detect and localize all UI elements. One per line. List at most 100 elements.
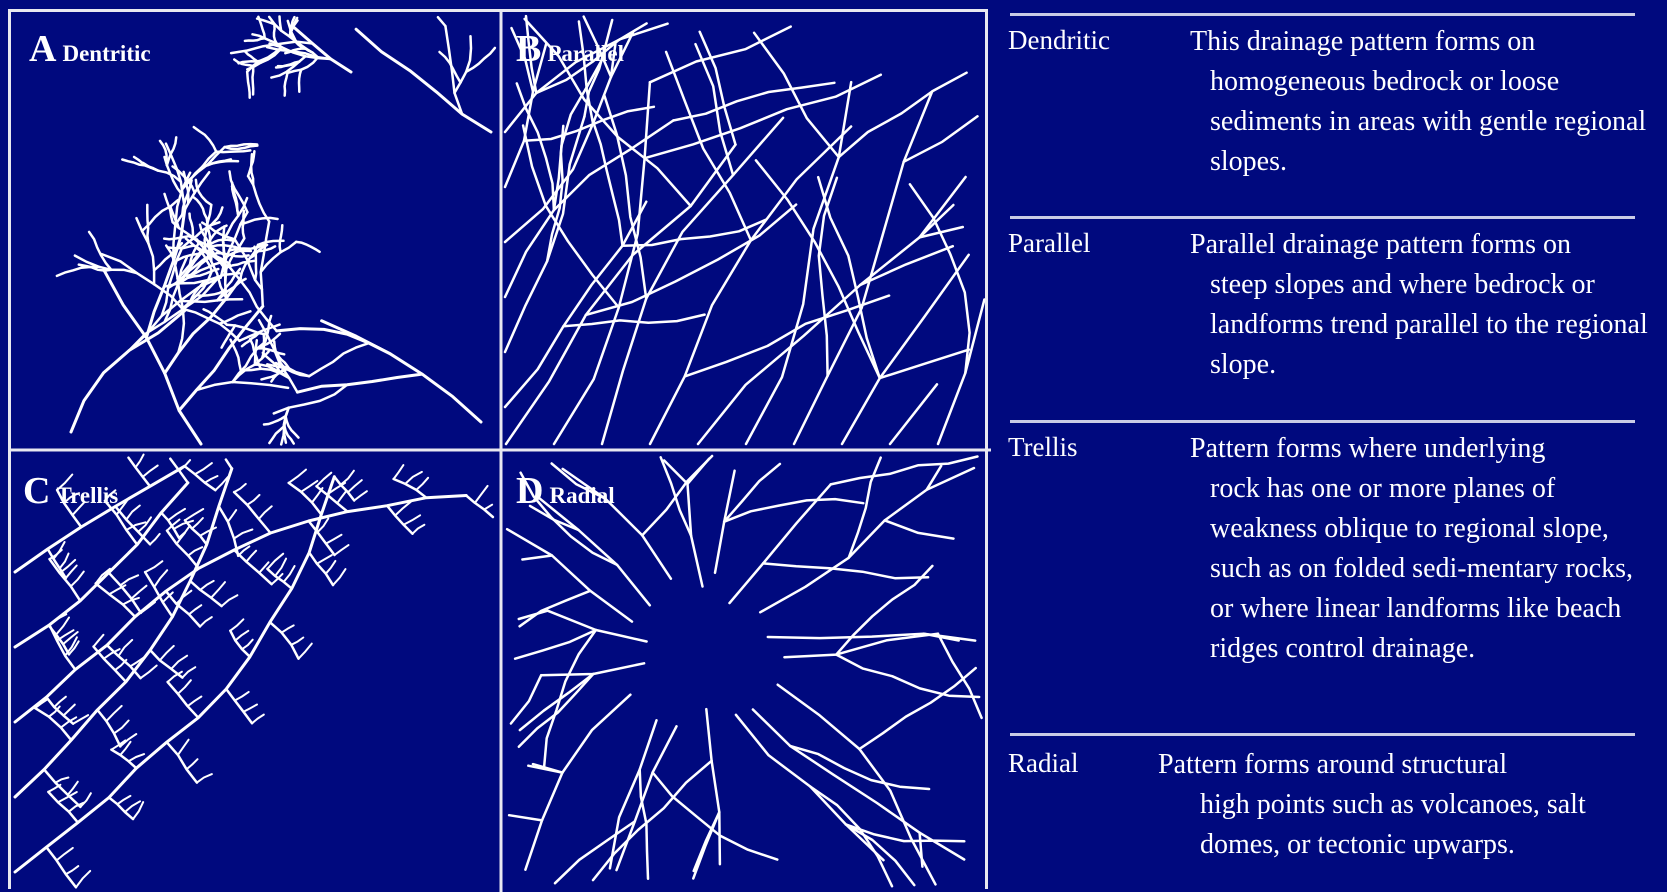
stream-line [754,33,839,157]
stream-line [317,555,332,564]
stream-line [700,32,736,145]
stream-line [284,566,295,582]
stream-line [196,382,288,390]
stream-line [280,17,282,31]
stream-line [666,52,751,240]
stream-line [230,631,250,657]
stream-line [245,38,265,41]
pattern-descriptions: Dendritic This drainage pattern forms on… [1000,0,1667,889]
stream-line [455,36,472,93]
stream-line [211,582,225,598]
stream-line [219,506,238,555]
stream-line [760,468,974,612]
stream-line [248,176,269,221]
stream-line [126,506,140,520]
stream-line [106,706,121,721]
stream-line [168,509,185,520]
dendritic-pattern-panel [57,17,495,445]
stream-line [274,25,277,43]
stream-line [180,299,242,302]
stream-line [154,570,167,587]
stream-line [141,666,157,679]
panel-a-letter: A [29,28,56,70]
stream-line [291,638,303,645]
divider-rule-top [1010,13,1635,16]
panel-c-letter: C [23,470,50,512]
stream-line [341,471,354,485]
stream-line [200,617,212,626]
stream-line [178,740,189,755]
stream-line [507,529,632,621]
stream-line [226,460,232,469]
stream-line [118,640,132,656]
stream-line [301,481,317,492]
stream-line [246,551,256,562]
stream-line [264,416,286,424]
stream-line [179,526,190,538]
stream-line [228,510,236,522]
stream-line [259,562,268,573]
stream-line [282,625,294,632]
stream-line [96,569,110,584]
stream-line [200,528,216,536]
stream-line [515,630,596,659]
stream-line [57,267,99,276]
stream-line [548,611,647,642]
stream-line [234,530,252,539]
description-trellis-rest: rock has one or more planes of weakness … [1190,469,1645,669]
stream-line [115,660,126,670]
panel-b-letter: B [516,28,541,70]
stream-line [538,497,650,605]
term-dendritic: Dendritic [1008,25,1110,56]
stream-line [80,793,91,807]
stream-line [50,614,67,625]
stream-line [405,472,422,484]
stream-line [698,177,966,444]
stream-line [240,218,277,225]
panel-c-label: CTrellis [23,472,118,510]
stream-line [259,506,272,519]
stream-line [438,17,446,26]
stream-line [475,486,488,503]
stream-line [205,476,218,483]
term-parallel: Parallel [1008,228,1090,259]
stream-line [253,66,254,95]
stream-line [333,569,346,585]
radial-pattern-panel [507,456,981,886]
stream-line [693,812,719,878]
panel-a-name: Dentritic [62,41,150,66]
stream-line [299,70,301,92]
stream-line [71,572,84,587]
description-parallel-rest: steep slopes and where bedrock or landfo… [1190,265,1660,385]
stream-line [182,667,195,677]
stream-line [673,83,834,121]
stream-line [54,697,66,707]
stream-line [326,561,336,574]
stream-line [143,466,158,477]
stream-line [610,720,657,868]
stream-line [150,534,160,544]
stream-line [285,73,288,96]
divider-rule-radial [1010,733,1635,736]
description-dendritic-first-line: This drainage pattern forms on [1190,22,1655,62]
stream-line [335,545,349,555]
stream-line [688,459,710,484]
stream-line [354,491,367,500]
description-dendritic-rest: homogeneous bedrock or loose sediments i… [1190,62,1655,182]
stream-line [222,595,238,606]
stream-line [257,348,284,354]
stream-line [226,689,252,723]
stream-line [938,300,984,445]
stream-line [326,535,342,544]
stream-line [197,774,212,783]
stream-line [129,279,217,350]
description-trellis: Pattern forms where underlying rock has … [1190,429,1645,669]
stream-line [794,91,932,444]
stream-line [15,477,334,872]
stream-line [294,28,351,72]
stream-line [763,563,928,578]
panel-d-letter: D [516,470,543,512]
stream-line [394,465,404,479]
